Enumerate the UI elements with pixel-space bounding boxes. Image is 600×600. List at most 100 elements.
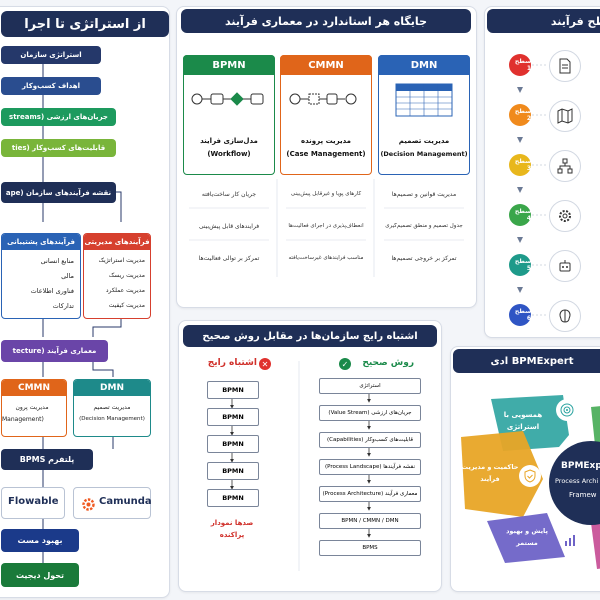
wrong-icon: ✕ [259,358,271,370]
left-cmmn-line1: مدیریت پرون [15,404,49,411]
standards-position-panel: جایگاه هر استاندارد در معماری فرآیند BPM… [176,6,477,308]
bpmn-feature: فرآیندهای قابل پیش‌بینی [198,223,260,230]
support-item: مالی [61,272,74,280]
dmn-feature: مدیریت قوانین و تصمیم‌ها [391,191,457,198]
level-4-badge: سطح 4 [509,204,531,226]
right-icon: ✓ [339,358,351,370]
wrong-bpmn-box: BPMN [207,489,259,507]
management-item: مدیریت استراتژیک [98,257,145,264]
flowable-label: Flowable [8,496,59,507]
camunda-label: Camunda [99,496,152,507]
segment-monitoring-line2: مستمر [516,539,538,547]
right-column-title: روش صحیح [362,358,414,368]
left-cmmn-title: CMMN [2,380,66,396]
process-maturity-panel: سطح فرآیند سطح 1 سطح 2 سطح 3 سطح 4 سطح 5… [484,6,600,338]
left-dmn-title: DMN [74,380,150,396]
left-dmn-card: DMN مدیریت تصمیم (Decision Management) [73,379,151,437]
wrong-bpmn-box: BPMN [207,435,259,453]
process-landscape-box: نقشه فرآیندهای سازمان (ape [1,182,116,203]
bpmn-column [183,55,275,175]
bpmexpert-panel: BPMExpert ادی همسویی با استراتژی حاکمیت … [450,346,600,592]
dmn-feature: تمرکز بر خروجی تصمیم‌ها [391,255,457,262]
support-processes-card: فرآیندهای پشتیبانی منابع انسانی مالی فنا… [1,233,81,319]
dmn-label: مدیریت تصمیم [398,137,450,145]
management-processes-title: فرآیندهای مدیریتی [84,234,150,250]
business-goals-box: اهداف کسب‌وکار [1,77,101,95]
wrong-footer-line1: صدها نمودار [210,519,254,527]
value-streams-box: جریان‌های ارزشی (streams [1,108,116,126]
segment-governance-line2: فرآیند [480,475,500,483]
document-icon [549,50,581,82]
support-processes-title: فرآیندهای پشتیبانی [2,234,80,250]
bpmn-feature: تمرکز بر توالی فعالیت‌ها [198,255,260,262]
map-icon [549,100,581,132]
dmn-header: DMN [378,55,470,75]
right-step-box: استراتژی [319,378,421,394]
bpms-platform-box: پلتفرم BPMS [1,449,93,470]
robot-icon [549,250,581,282]
cmmn-feature: انعطاف‌پذیری در اجرای فعالیت‌ها [288,223,364,229]
cmmn-sublabel: (Case Management) [286,150,366,158]
level-6-badge: سطح 6 [509,304,531,326]
cmmn-feature: کارهای پویا و غیرقابل پیش‌بینی [290,191,362,197]
segment-strategy-line2: استراتژی [506,423,540,431]
wrong-footer-line2: پراکنده [219,531,245,539]
level-5-badge: سطح 5 [509,254,531,276]
cmmn-feature: مناسب فرآیندهای غیرساخت‌یافته [288,255,364,261]
right-step-box: قابلیت‌های کسب‌وکار (Capabilities) [319,432,421,448]
management-item: مدیریت عملکرد [105,287,145,294]
bpmexpert-wheel [461,395,600,569]
support-item: منابع انسانی [40,257,74,265]
right-step-box: نقشه فرآیندها (Process Landscape) [319,459,421,475]
level-2-badge: سطح 2 [509,104,531,126]
support-item: تدارکات [52,302,74,310]
segment-monitoring-line1: پایش و بهبود [506,527,548,535]
cmmn-column [280,55,372,175]
hierarchy-icon [549,150,581,182]
cmmn-case-icon [289,93,357,105]
wrong-bpmn-box: BPMN [207,381,259,399]
bpmn-workflow-icon [191,92,264,106]
bpmexpert-panel-title: BPMExpert ادی [453,349,600,373]
segment-strategy-line1: همسویی با [503,411,543,419]
level-1-badge: سطح 1 [509,54,531,76]
support-item: فناوری اطلاعات [30,287,74,295]
management-item: مدیریت کیفیت [108,302,145,309]
right-step-box: BPMS [319,540,421,556]
bpmn-header: BPMN [183,55,275,75]
left-cmmn-line2: Management) [2,416,44,423]
standards-panel-title: جایگاه هر استاندارد در معماری فرآیند [181,9,471,33]
cmmn-label: مدیریت پرونده [301,137,351,145]
management-processes-card: فرآیندهای مدیریتی مدیریت استراتژیک مدیری… [83,233,151,319]
wrong-bpmn-box: BPMN [207,408,259,426]
mistake-vs-right-panel: اشتباه رایج سازمان‌ها در مقابل روش صحیح … [178,320,442,592]
right-step-box: معماری فرآیند (Process Architecture) [319,486,421,502]
camunda-logo-icon [82,496,95,511]
gear-icon [549,200,581,232]
bpmn-feature: جریان کار ساخت‌یافته [201,191,257,198]
flowable-card: Flowable [1,487,65,519]
bpmn-sublabel: (Workflow) [207,150,251,158]
camunda-card: Camunda [73,487,152,519]
dmn-feature: جدول تصمیم و منطق تصمیم‌گیری [385,223,463,229]
maturity-arrows [517,64,547,316]
bpmn-label: مدل‌سازی فرآیند [200,137,258,145]
target-icon [556,399,578,421]
right-step-box: BPMN / CMMN / DMN [319,513,421,529]
right-step-box: جریان‌های ارزشی (Value Stream) [319,405,421,421]
strategy-box: استراتژی سازمان [1,46,101,64]
brain-icon [549,300,581,332]
wrong-column-title: اشتباه رایج [207,358,257,368]
segment-governance-line1: حاکمیت و مدیریت [461,463,519,471]
process-architecture-box: معماری فرآیند (tecture [1,340,108,362]
level-3-badge: سطح 3 [509,154,531,176]
chart-icon [559,529,581,551]
shield-icon [519,465,541,487]
dmn-sublabel: (Decision Management) [380,150,468,158]
dmn-table-icon [395,83,453,117]
capabilities-box: قابلیت‌های کسب‌وکار (ties [1,139,116,157]
bpmexpert-center-line1: BPMExp [561,461,600,471]
mistake-panel-title: اشتباه رایج سازمان‌ها در مقابل روش صحیح [183,325,437,347]
bpmexpert-center-line3: Framew [569,491,597,499]
strategy-to-execution-panel: از استراتژی تا اجرا استراتژی سازمان اهدا… [0,6,170,598]
